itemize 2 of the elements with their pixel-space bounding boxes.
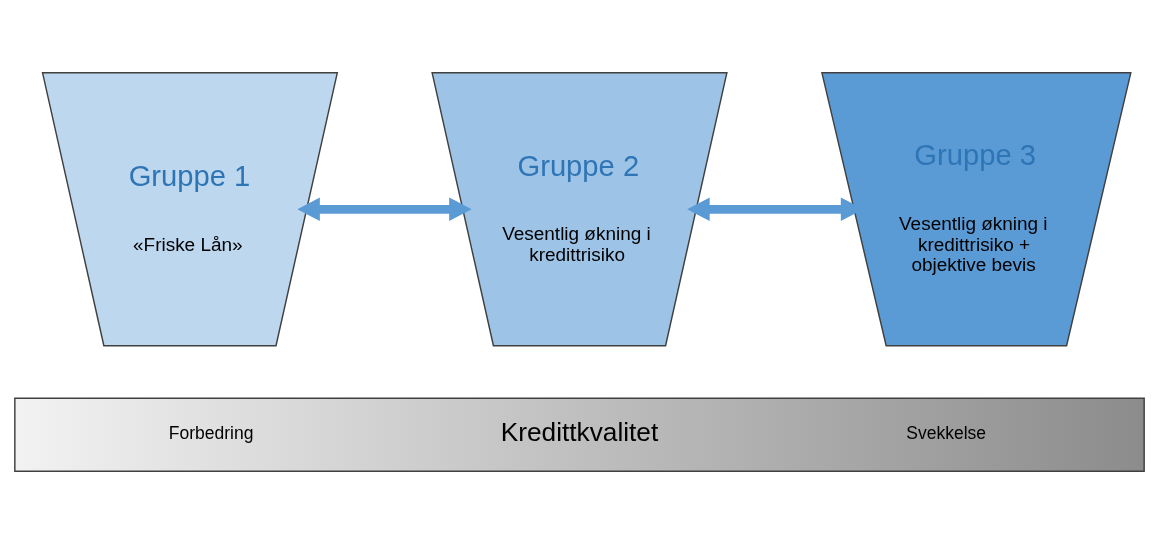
arrow — [297, 197, 472, 222]
node-box: Forbedring Kredittkvalitet Svekkelse — [14, 397, 1145, 472]
